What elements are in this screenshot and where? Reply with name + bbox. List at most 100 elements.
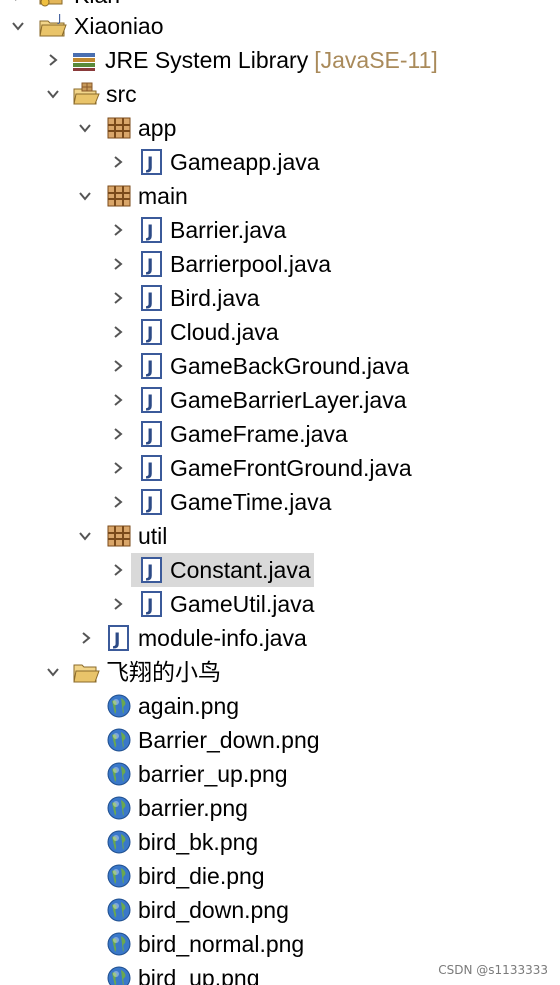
tree-row-label: Kiah (74, 0, 120, 12)
tree-row-file[interactable]: J Gameapp.java (0, 145, 560, 179)
tree-row-image-file[interactable]: barrier.png (0, 791, 560, 825)
globe-icon (106, 727, 132, 753)
chevron-right-icon[interactable] (109, 560, 127, 580)
tree-row-file[interactable]: J GameFrontGround.java (0, 451, 560, 485)
svg-text:J: J (57, 13, 61, 25)
file-label: bird_die.png (138, 863, 265, 889)
tree-row-file[interactable]: J GameBackGround.java (0, 349, 560, 383)
chevron-down-icon[interactable] (76, 526, 94, 546)
java-project-icon: J (38, 13, 67, 39)
chevron-right-icon[interactable] (109, 288, 127, 308)
tree-row-image-file[interactable]: bird_up.png (0, 961, 560, 985)
tree-row-image-file[interactable]: bird_normal.png (0, 927, 560, 961)
tree-row-file[interactable]: J GameUtil.java (0, 587, 560, 621)
file-label: GameBackGround.java (170, 353, 410, 379)
file-label: Gameapp.java (170, 149, 320, 175)
globe-icon (106, 693, 132, 719)
package-icon (106, 523, 132, 549)
tree-row-image-file[interactable]: Barrier_down.png (0, 723, 560, 757)
project-label: Xiaoniao (74, 13, 164, 39)
svg-text:J: J (146, 290, 153, 310)
tree-row-file[interactable]: J Cloud.java (0, 315, 560, 349)
tree-row-src[interactable]: src (0, 77, 560, 111)
folder-label: 飞翔的小鸟 (106, 659, 221, 685)
file-label: barrier_up.png (138, 761, 288, 787)
chevron-right-icon[interactable] (109, 390, 127, 410)
tree-row-image-file[interactable]: bird_bk.png (0, 825, 560, 859)
tree-row-package-main[interactable]: main (0, 179, 560, 213)
chevron-right-icon[interactable] (109, 458, 127, 478)
chevron-right-icon[interactable] (109, 322, 127, 342)
package-label: util (138, 523, 168, 549)
tree-row-image-file[interactable]: bird_die.png (0, 859, 560, 893)
chevron-right-icon[interactable] (77, 628, 95, 648)
tree-row-file[interactable]: J Barrierpool.java (0, 247, 560, 281)
jre-version-decoration: [JavaSE-11] (314, 47, 438, 73)
chevron-right-icon[interactable] (44, 50, 62, 70)
svg-text:J: J (146, 222, 153, 242)
tree-row-image-file[interactable]: again.png (0, 689, 560, 723)
chevron-down-icon[interactable] (44, 662, 62, 682)
package-label: app (138, 115, 177, 141)
tree-row-project[interactable]: J Xiaoniao (0, 9, 560, 43)
file-label: GameFrontGround.java (170, 455, 412, 481)
jre-label: JRE System Library (105, 47, 309, 73)
java-file-icon: J (139, 353, 165, 379)
chevron-right-icon[interactable] (9, 0, 27, 5)
svg-text:J: J (146, 460, 153, 480)
java-file-icon: J (139, 217, 165, 243)
chevron-down-icon[interactable] (9, 16, 27, 36)
tree-row-file[interactable]: J GameFrame.java (0, 417, 560, 451)
file-label: Barrierpool.java (170, 251, 332, 277)
tree-row-package-app[interactable]: app (0, 111, 560, 145)
chevron-down-icon[interactable] (76, 118, 94, 138)
tree-row-partial-project[interactable]: Kiah (0, 0, 560, 12)
library-icon (71, 47, 97, 73)
globe-icon (106, 897, 132, 923)
tree-row-file[interactable]: J Barrier.java (0, 213, 560, 247)
file-label: bird_bk.png (138, 829, 259, 855)
tree-row-module-info[interactable]: J module-info.java (0, 621, 560, 655)
tree-row-file[interactable]: J Bird.java (0, 281, 560, 315)
tree-row-jre[interactable]: JRE System Library [JavaSE-11] (0, 43, 560, 77)
java-file-icon: J (139, 591, 165, 617)
globe-icon (106, 829, 132, 855)
chevron-right-icon[interactable] (109, 424, 127, 444)
file-label: Barrier.java (170, 217, 287, 243)
java-file-icon: J (139, 489, 165, 515)
java-file-icon: J (106, 625, 132, 651)
package-icon (106, 183, 132, 209)
project-icon (38, 0, 64, 8)
java-file-icon: J (139, 149, 165, 175)
chevron-down-icon[interactable] (76, 186, 94, 206)
svg-text:J: J (146, 154, 153, 174)
chevron-right-icon[interactable] (109, 220, 127, 240)
tree-row-image-file[interactable]: bird_down.png (0, 893, 560, 927)
java-file-icon: J (139, 421, 165, 447)
chevron-right-icon[interactable] (109, 254, 127, 274)
file-label: GameUtil.java (170, 591, 315, 617)
tree-row-image-file[interactable]: barrier_up.png (0, 757, 560, 791)
tree-row-file[interactable]: J GameTime.java (0, 485, 560, 519)
tree-row-package-util[interactable]: util (0, 519, 560, 553)
chevron-down-icon[interactable] (44, 84, 62, 104)
svg-text:J: J (113, 630, 120, 650)
globe-icon (106, 965, 132, 985)
file-label: bird_normal.png (138, 931, 305, 957)
chevron-right-icon[interactable] (109, 594, 127, 614)
file-label: bird_up.png (138, 965, 260, 985)
file-label: again.png (138, 693, 240, 719)
tree-row-folder[interactable]: 飞翔的小鸟 (0, 655, 560, 689)
file-label: GameTime.java (170, 489, 332, 515)
open-folder-icon (72, 659, 100, 685)
chevron-right-icon[interactable] (109, 356, 127, 376)
java-file-icon: J (139, 319, 165, 345)
source-folder-icon (72, 81, 100, 107)
chevron-right-icon[interactable] (109, 152, 127, 172)
tree-row-file[interactable]: J GameBarrierLayer.java (0, 383, 560, 417)
package-label: main (138, 183, 188, 209)
tree-row-file-selected[interactable]: Constant.java J (0, 553, 560, 587)
chevron-right-icon[interactable] (109, 492, 127, 512)
java-file-icon: J (139, 455, 165, 481)
